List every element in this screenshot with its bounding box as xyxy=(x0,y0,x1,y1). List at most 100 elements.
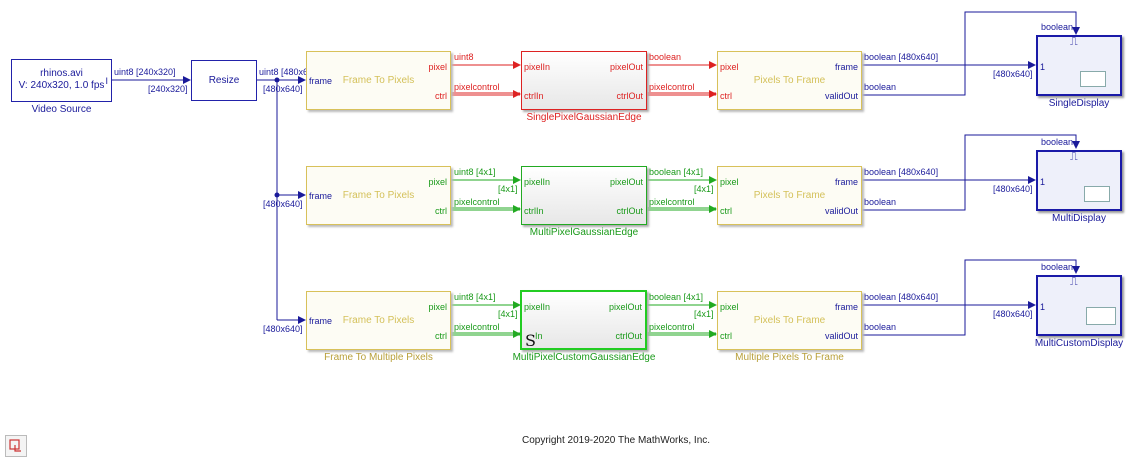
port-label: In xyxy=(535,331,543,341)
frame-to-pixels-block[interactable]: Frame To Pixels frame pixel ctrl xyxy=(306,291,451,350)
port-label: ctrl xyxy=(720,331,732,341)
multi-display-block[interactable]: 1 ⎍ xyxy=(1036,150,1122,211)
signal-label: boolean xyxy=(864,82,897,92)
signal-label: pixelcontrol xyxy=(649,322,695,332)
port-label: frame xyxy=(834,177,858,187)
signal-label: pixelcontrol xyxy=(454,82,500,92)
pixels-to-frame-block[interactable]: Pixels To Frame pixel ctrl frame validOu… xyxy=(717,51,862,110)
video-source-caption: Video Source xyxy=(31,104,92,115)
single-pixel-gaussian-edge-block[interactable]: pixelIn ctrlIn pixelOut ctrlOut xyxy=(521,51,647,110)
signal-dim-label: [480x640] xyxy=(993,69,1033,79)
signal-dim-label: [4x1] xyxy=(694,184,714,194)
signal-label: boolean [4x1] xyxy=(649,292,704,302)
port-label: ctrl xyxy=(435,206,447,216)
resize-label: Resize xyxy=(208,75,240,86)
signal-dim-label: [480x640] xyxy=(263,199,303,209)
display-screen xyxy=(1080,71,1106,87)
pulse-icon: ⎍ xyxy=(1070,276,1078,288)
port-label: frame xyxy=(834,302,858,312)
resize-block[interactable]: Resize xyxy=(191,60,257,101)
port-label: pixelOut xyxy=(608,302,642,312)
port-label: ctrl xyxy=(435,91,447,101)
block-caption: MultiPixelCustomGaussianEdge xyxy=(512,352,656,363)
model-browser-glyph xyxy=(9,439,21,452)
signal-label: uint8 [4x1] xyxy=(454,167,496,177)
port-label: pixel xyxy=(428,177,447,187)
block-title: Pixels To Frame xyxy=(753,75,826,86)
signal-label: boolean [480x640] xyxy=(864,52,939,62)
port-label: pixelOut xyxy=(609,177,643,187)
port-label: ctrlIn xyxy=(524,206,544,216)
pixels-to-frame-block[interactable]: Pixels To Frame pixel ctrl frame validOu… xyxy=(717,166,862,225)
multi-pixel-gaussian-edge-block[interactable]: pixelIn ctrlIn pixelOut ctrlOut xyxy=(521,166,647,225)
signal-label: pixelcontrol xyxy=(454,322,500,332)
port-label: 1 xyxy=(1040,62,1046,72)
port-label: pixelIn xyxy=(524,177,551,187)
signal-label: boolean xyxy=(649,52,682,62)
port-label: pixel xyxy=(720,177,739,187)
block-caption: Frame To Multiple Pixels xyxy=(324,352,433,363)
port-label: ctrlIn xyxy=(524,91,544,101)
port-label: pixelOut xyxy=(609,62,643,72)
signal-label: uint8 [240x320] xyxy=(114,67,176,77)
port-label: 1 xyxy=(1040,177,1046,187)
port-label: ctrlOut xyxy=(616,206,643,216)
port-label: 1 xyxy=(1040,302,1046,312)
signal-label: boolean xyxy=(1041,22,1074,32)
port-label: ctrl xyxy=(720,91,732,101)
multi-pixel-custom-gaussian-edge-block[interactable]: pixelIn In pixelOut ctrlOut S xyxy=(520,290,647,350)
frame-to-pixels-block[interactable]: Frame To Pixels frame pixel ctrl xyxy=(306,51,451,110)
video-source-filename: rhinos.avi xyxy=(40,68,83,79)
pixels-to-frame-block[interactable]: Pixels To Frame pixel ctrl frame validOu… xyxy=(717,291,862,350)
port-label: frame xyxy=(309,316,333,326)
signal-label: uint8 [480x640] xyxy=(259,67,321,77)
block-title: Pixels To Frame xyxy=(753,190,826,201)
signal-dim-label: [4x1] xyxy=(498,184,518,194)
port-label: ctrl xyxy=(720,206,732,216)
frame-to-pixels-block[interactable]: Frame To Pixels frame pixel ctrl xyxy=(306,166,451,225)
display-screen xyxy=(1084,186,1110,202)
port-label: pixelIn xyxy=(524,62,551,72)
display-screen xyxy=(1086,307,1116,325)
signal-label: uint8 [4x1] xyxy=(454,292,496,302)
signal-dim-label: [4x1] xyxy=(694,309,714,319)
signal-label: pixelcontrol xyxy=(454,197,500,207)
port-label: ctrl xyxy=(435,331,447,341)
video-source-port: I xyxy=(105,76,108,86)
signal-label: boolean xyxy=(1041,262,1074,272)
signal-label: pixelcontrol xyxy=(649,82,695,92)
signal-dim-label: [4x1] xyxy=(498,309,518,319)
signal-label: boolean [480x640] xyxy=(864,292,939,302)
video-source-block[interactable]: rhinos.avi V: 240x320, 1.0 fps I xyxy=(11,59,112,102)
model-browser-icon[interactable] xyxy=(5,435,27,457)
signal-label: boolean xyxy=(864,197,897,207)
port-label: frame xyxy=(309,76,333,86)
port-label: validOut xyxy=(824,91,858,101)
block-caption: MultiCustomDisplay xyxy=(1034,338,1124,349)
port-label: validOut xyxy=(824,331,858,341)
signal-label: pixelcontrol xyxy=(649,197,695,207)
port-label: validOut xyxy=(824,206,858,216)
pulse-icon: ⎍ xyxy=(1070,151,1078,163)
multi-custom-display-block[interactable]: 1 ⎍ xyxy=(1036,275,1122,336)
port-label: pixel xyxy=(720,62,739,72)
signal-label: boolean [480x640] xyxy=(864,167,939,177)
single-display-block[interactable]: 1 ⎍ xyxy=(1036,35,1122,96)
pulse-icon: ⎍ xyxy=(1070,36,1078,48)
copyright-notice: Copyright 2019-2020 The MathWorks, Inc. xyxy=(521,435,711,446)
block-title: Frame To Pixels xyxy=(342,75,415,86)
port-label: ctrlOut xyxy=(616,91,643,101)
subsystem-glyph: S xyxy=(525,331,536,350)
block-title: Pixels To Frame xyxy=(753,315,826,326)
signal-dim-label: [480x640] xyxy=(993,309,1033,319)
port-label: ctrlOut xyxy=(615,331,642,341)
block-caption: SingleDisplay xyxy=(1048,98,1110,109)
block-title: Frame To Pixels xyxy=(342,190,415,201)
block-caption: MultiDisplay xyxy=(1052,213,1106,224)
signal-label: boolean [4x1] xyxy=(649,167,704,177)
port-label: pixel xyxy=(428,62,447,72)
port-label: pixelIn xyxy=(524,302,551,312)
signal-dim-label: [480x640] xyxy=(263,84,303,94)
block-title: Frame To Pixels xyxy=(342,315,415,326)
